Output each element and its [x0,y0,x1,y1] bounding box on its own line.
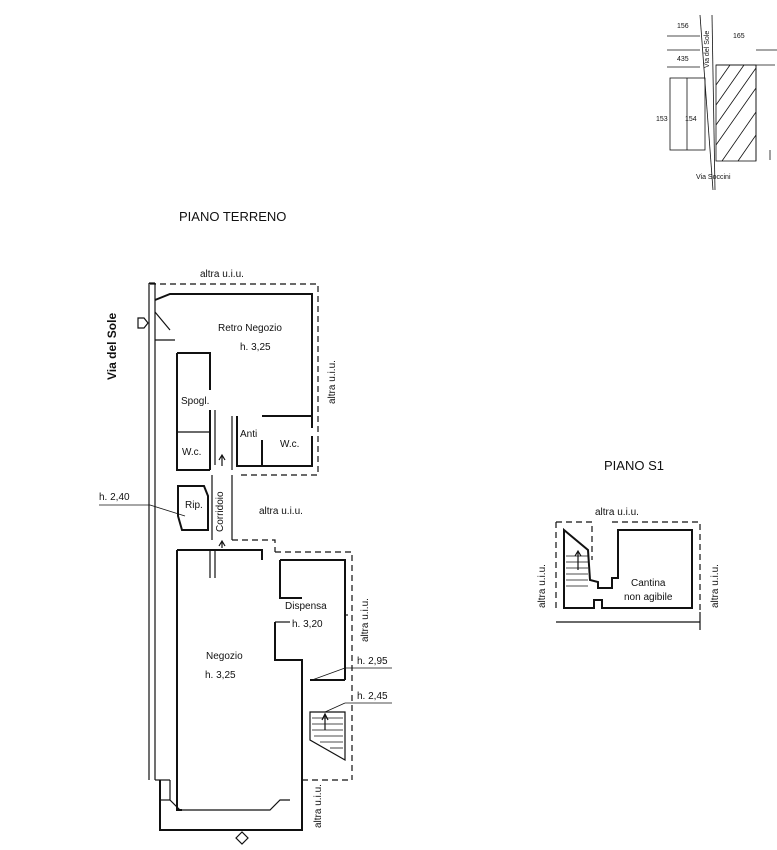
map-parcel-165: 165 [733,33,745,40]
room-cantina: Cantina [631,578,666,589]
neighbor-label-right-retro: altra u.i.u. [327,360,338,404]
ground-floor-title: PIANO TERRENO [179,209,287,224]
room-dispensa: Dispensa [285,601,327,612]
room-wc-1: W.c. [182,447,202,458]
height-label-295: h. 2,95 [357,656,388,667]
map-street-via-del-sole: Via del Sole [704,30,711,68]
street-label-via-del-sole: Via del Sole [105,312,119,380]
room-spogliatoio: Spogl. [181,396,210,407]
height-label-245: h. 2,45 [357,691,388,702]
room-wc-2: W.c. [280,439,300,450]
location-map [667,14,777,191]
stair-basement [566,549,588,587]
room-negozio: Negozio [206,651,243,662]
map-parcel-156: 156 [677,23,689,30]
neighbor-label-top: altra u.i.u. [200,269,244,280]
room-dispensa-height: h. 3,20 [292,619,323,630]
room-cantina-note: non agibile [624,592,673,603]
ground-floor-plan [99,282,392,845]
map-parcel-154: 154 [685,116,697,123]
map-street-via-soccini: Via Soccini [696,174,731,181]
stair-ground [309,711,346,762]
neighbor-label-right-dispensa: altra u.i.u. [360,598,371,642]
subject-parcel-hatch [715,64,757,162]
room-negozio-height: h. 3,25 [205,670,236,681]
neighbor-label-corridor: altra u.i.u. [259,506,303,517]
map-parcel-435: 435 [677,56,689,63]
map-parcel-153: 153 [656,116,668,123]
room-ripostiglio: Rip. [185,500,203,511]
neighbor-label-s1-left: altra u.i.u. [537,564,548,608]
room-anti: Anti [240,429,258,440]
height-label-240: h. 2,40 [99,492,130,503]
neighbor-label-bottom-right: altra u.i.u. [313,784,324,828]
room-retro-negozio: Retro Negozio [218,323,282,334]
basement-plan [555,521,701,630]
room-corridoio: Corridoio [215,491,226,532]
room-retro-negozio-height: h. 3,25 [240,342,271,353]
neighbor-label-s1-top: altra u.i.u. [595,507,639,518]
neighbor-label-s1-right: altra u.i.u. [710,564,721,608]
basement-title: PIANO S1 [604,458,664,473]
